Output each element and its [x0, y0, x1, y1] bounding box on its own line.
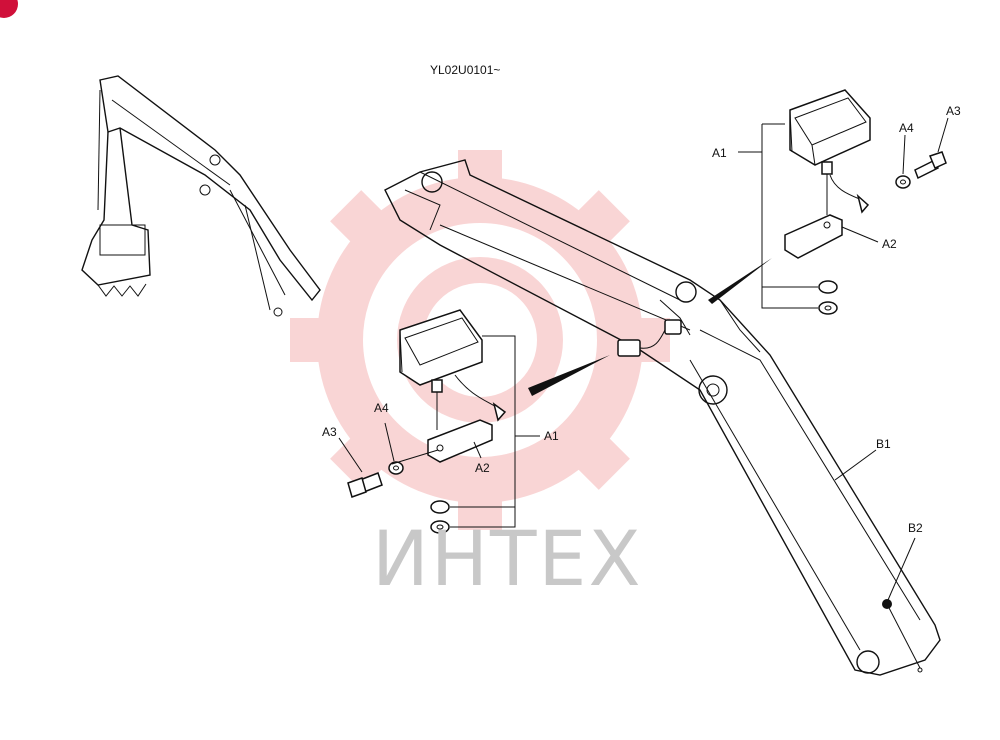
- washer-a4-mid: [388, 461, 404, 475]
- label-a3-top: A3: [946, 104, 961, 118]
- label-b1: B1: [876, 437, 891, 451]
- work-lamp-top: [789, 89, 871, 215]
- bracket-a2-mid: [427, 419, 493, 463]
- label-a4-top: A4: [899, 121, 914, 135]
- bracket-a2-top: [784, 214, 843, 259]
- nuts-top: [818, 280, 838, 315]
- work-lamp-mid: [399, 309, 507, 430]
- label-a4-mid: A4: [374, 401, 389, 415]
- serial-number: YL02U0101~: [430, 63, 500, 77]
- bolt-a3-mid: [347, 472, 383, 498]
- excavator-overview: [81, 75, 321, 317]
- nuts-mid: [430, 500, 450, 534]
- label-a2-mid: A2: [475, 461, 490, 475]
- pointer-wedge-top: [708, 258, 772, 304]
- red-corner-badge-icon: [0, 0, 18, 18]
- label-b2: B2: [908, 521, 923, 535]
- bolt-a3-top: [914, 151, 947, 180]
- washer-a4-top: [895, 175, 911, 189]
- label-a1-mid: A1: [544, 429, 559, 443]
- watermark-text: ИНТЕХ: [372, 514, 643, 603]
- label-a1-top: A1: [712, 146, 727, 160]
- label-a2-top: A2: [882, 237, 897, 251]
- label-a3-mid: A3: [322, 425, 337, 439]
- boom-assembly: [384, 159, 941, 676]
- pointer-wedge-mid: [528, 355, 610, 396]
